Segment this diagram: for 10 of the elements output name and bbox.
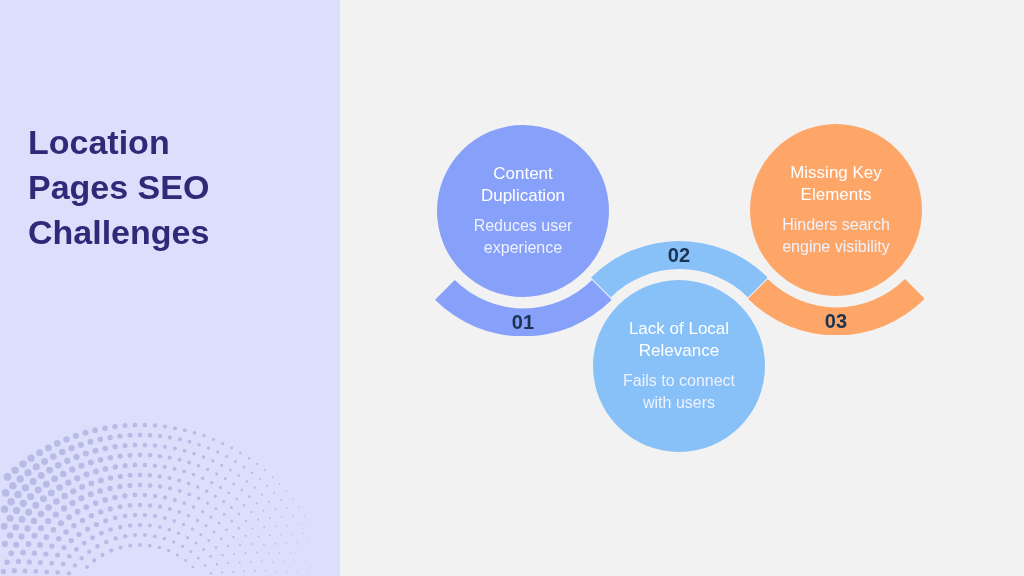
step-title: Content Duplication: [479, 163, 567, 207]
step-title: Missing Key Elements: [789, 162, 883, 206]
step-number: 02: [667, 243, 691, 267]
step-description: Hinders search engine visibility: [781, 215, 891, 257]
step-description: Reduces user experience: [472, 216, 574, 258]
step-number: 01: [511, 310, 535, 334]
step-description: Fails to connect with users: [621, 371, 737, 413]
step-number: 03: [824, 309, 848, 333]
title: Location Pages SEO Challenges: [28, 122, 211, 253]
step-title: Lack of Local Relevance: [627, 318, 731, 362]
